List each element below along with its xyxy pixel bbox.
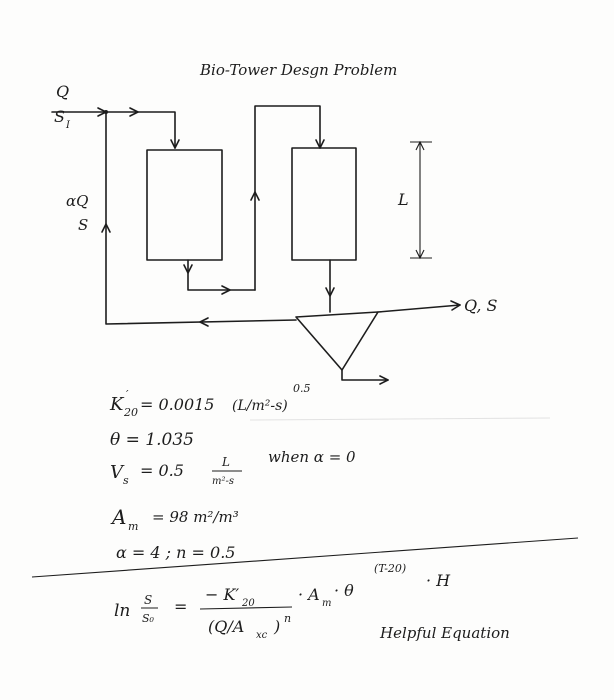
- bio-tower-2: [291, 147, 357, 261]
- connector-arrow: [221, 285, 231, 295]
- vs-condition: when α = 0: [268, 448, 356, 466]
- vs-unit-den: m²-s: [212, 476, 234, 487]
- height-dim-arrow-bottom: [415, 249, 425, 260]
- helpful-equation: ln S S₀ = − K′ 20 (Q/A xc ) n · A m · θ …: [114, 562, 510, 642]
- k20-unit: (L/m²-s): [232, 398, 288, 414]
- eq-numerator-sub: 20: [241, 598, 255, 609]
- tower2-outlet-arrow: [325, 287, 335, 297]
- connector-riser: [254, 105, 321, 291]
- eq-frac-den: S₀: [142, 612, 155, 625]
- eq-main-bar: [199, 606, 293, 610]
- am-text: A: [110, 505, 126, 529]
- influent-conc-label: S: [54, 107, 65, 126]
- k20-prime: ′: [126, 388, 129, 401]
- outflow-arrow: [450, 300, 461, 311]
- eq-frac-num: S: [144, 593, 152, 607]
- eq-numerator: − K′: [205, 585, 239, 604]
- outflow-label: Q, S: [464, 296, 497, 315]
- recycle-flow-label: αQ: [66, 192, 88, 210]
- vs-rhs: = 0.5: [140, 461, 184, 480]
- outflow-line: [377, 304, 461, 313]
- eq-am-sub: m: [322, 598, 331, 609]
- height-dim-arrow-top: [415, 140, 425, 151]
- clarifier: [295, 311, 379, 371]
- inflow-label: Q: [56, 82, 69, 101]
- recycle-line: [105, 111, 297, 325]
- feed-line-top: [105, 111, 176, 149]
- diagram-title: Bio-Tower Desgn Problem: [199, 61, 397, 79]
- eq-denominator: (Q/A: [208, 617, 244, 636]
- parameter-theta: θ = 1.035: [110, 430, 194, 450]
- eq-denominator-exp: n: [284, 612, 291, 625]
- eq-equals: =: [174, 597, 187, 616]
- eq-theta: · θ: [334, 581, 354, 600]
- eq-theta-exp: (T-20): [374, 562, 406, 575]
- eq-denominator-sub: xc: [256, 630, 268, 641]
- feed-arrow-1: [129, 107, 139, 117]
- bio-tower-1: [146, 149, 223, 261]
- eq-h: · H: [426, 571, 451, 590]
- parameter-k20: K 20 ′ = 0.0015 (L/m²-s) 0.5: [109, 382, 311, 419]
- am-rhs: = 98 m²/m³: [152, 508, 239, 526]
- recycle-conc-label: S: [78, 216, 88, 234]
- parameter-am: A m = 98 m²/m³: [110, 505, 239, 533]
- recycle-arrow-v: [101, 223, 111, 233]
- k20-sub: 20: [123, 406, 138, 419]
- alpha-n-text: α = 4 ; n = 0.5: [116, 543, 235, 562]
- vs-sub: s: [123, 474, 129, 487]
- k20-lhs: K: [109, 394, 125, 415]
- sludge-line: [341, 369, 389, 381]
- vs-unit-num: L: [221, 455, 230, 469]
- am-sub: m: [128, 520, 138, 533]
- theta-text: θ = 1.035: [110, 430, 194, 450]
- eq-caption: Helpful Equation: [379, 624, 510, 642]
- eq-denominator-close: ): [273, 617, 280, 636]
- parameter-vs: V s = 0.5 L m²-s when α = 0: [110, 448, 356, 487]
- separator-rule: [31, 537, 579, 578]
- k20-exp: 0.5: [293, 382, 311, 395]
- recycle-arrow-h: [199, 317, 209, 327]
- tower1-outlet-arrow: [183, 264, 193, 274]
- eq-ln: ln: [114, 601, 130, 621]
- faint-rule: [249, 417, 551, 421]
- sludge-arrow: [379, 375, 389, 385]
- tower1-outlet: [187, 259, 256, 291]
- k20-rhs: = 0.0015: [140, 395, 214, 414]
- eq-am: · A: [298, 585, 320, 604]
- riser-arrow: [250, 191, 260, 201]
- vs-lhs: V: [110, 462, 125, 483]
- height-label: L: [397, 190, 409, 209]
- feed-arrow-2: [170, 139, 180, 149]
- influent-sub-label: I: [65, 120, 71, 131]
- parameter-alpha-n: α = 4 ; n = 0.5: [116, 543, 235, 562]
